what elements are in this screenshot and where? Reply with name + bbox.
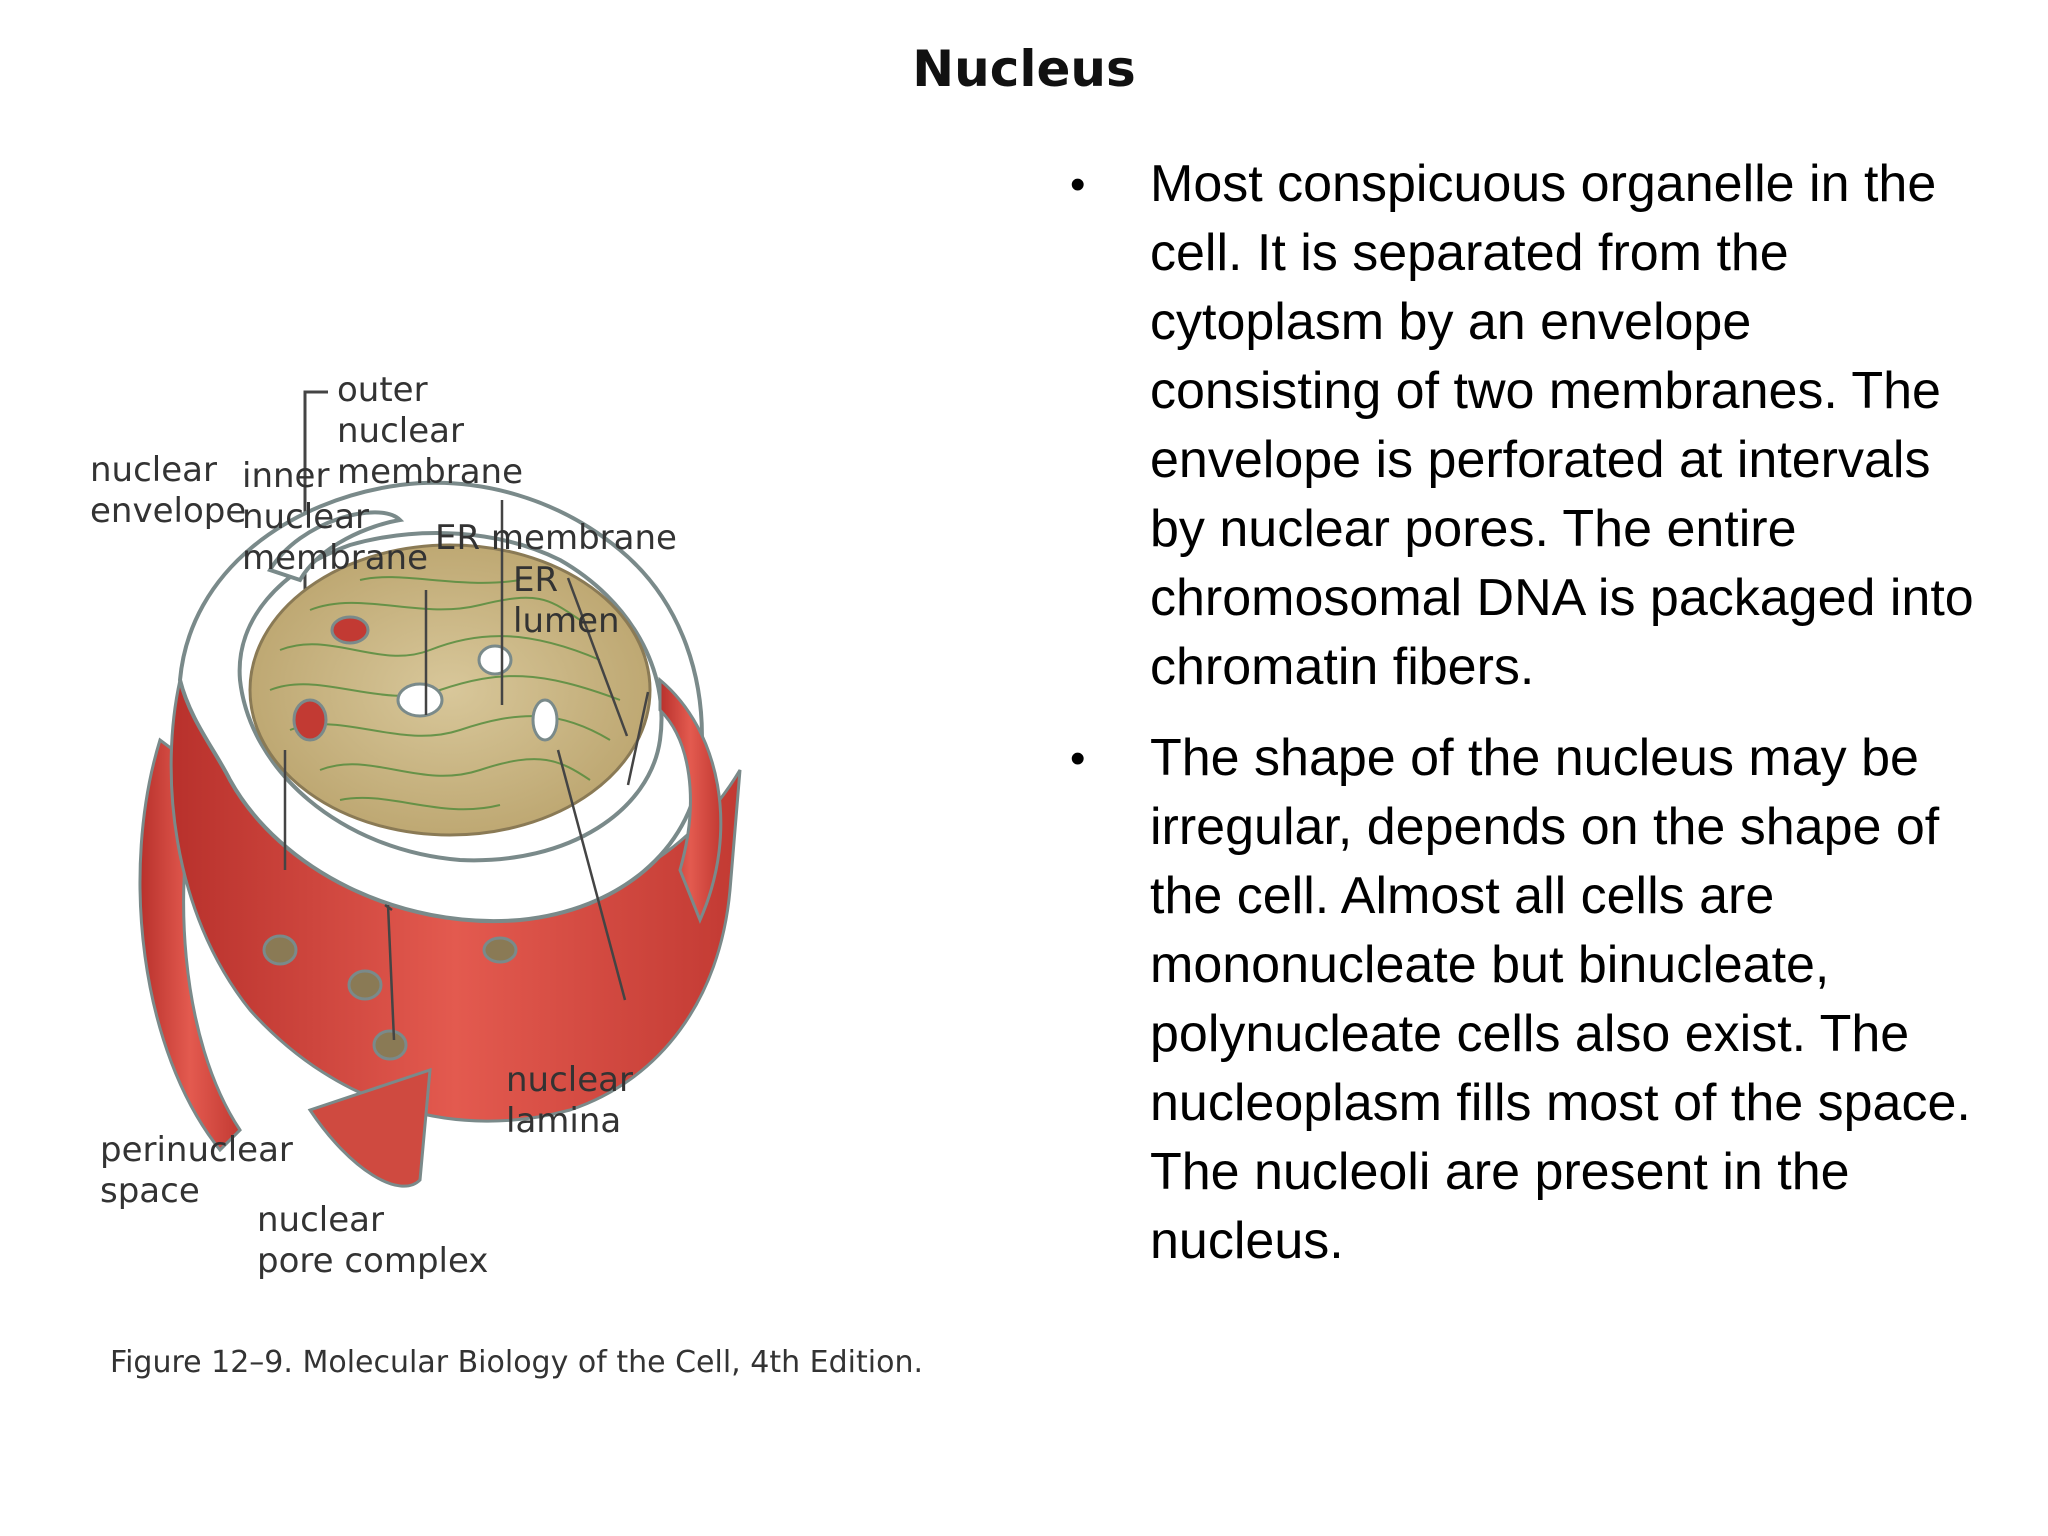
bullet-marker: • bbox=[1070, 734, 1086, 783]
bullet-item: • Most conspicuous organelle in the cell… bbox=[1070, 150, 1990, 702]
slide-title: Nucleus bbox=[912, 40, 1136, 98]
nuclear-pore bbox=[531, 698, 559, 742]
bullet-marker: • bbox=[1070, 160, 1086, 209]
nuclear-pore bbox=[292, 698, 328, 742]
label-outer-nuclear-membrane: outer nuclear membrane bbox=[337, 370, 524, 492]
er-sheet-top bbox=[266, 510, 405, 583]
label-nuclear-envelope: nuclear envelope bbox=[90, 450, 247, 531]
chromatin-fibers bbox=[269, 576, 621, 811]
nuclear-pore bbox=[372, 1029, 408, 1061]
bullet-list: • Most conspicuous organelle in the cell… bbox=[1070, 150, 1990, 1298]
nuclear-pore bbox=[477, 644, 513, 676]
label-inner-nuclear-membrane: inner nuclear membrane bbox=[242, 456, 429, 578]
bullet-text: The shape of the nucleus may be irregula… bbox=[1150, 729, 1971, 1270]
label-nuclear-lamina: nuclear lamina bbox=[506, 1060, 633, 1141]
nuclear-pore bbox=[330, 615, 370, 645]
nuclear-pore bbox=[396, 682, 444, 718]
leader-lines bbox=[283, 500, 650, 1041]
bullet-text: Most conspicuous organelle in the cell. … bbox=[1150, 155, 1974, 696]
nucleus-illustration bbox=[138, 390, 742, 1188]
nuclear-pore bbox=[347, 969, 383, 1001]
bullet-item: • The shape of the nucleus may be irregu… bbox=[1070, 724, 1990, 1276]
label-er-membrane: ER membrane bbox=[435, 518, 677, 558]
nucleus-figure: nuclear envelope outer nuclear membrane … bbox=[90, 350, 1060, 1400]
er-sheet-left bbox=[138, 737, 242, 1153]
label-er-lumen: ER lumen bbox=[513, 560, 620, 641]
label-nuclear-pore-complex: nuclear pore complex bbox=[257, 1200, 489, 1281]
nuclear-cup-lower bbox=[307, 1067, 432, 1188]
figure-caption: Figure 12–9. Molecular Biology of the Ce… bbox=[110, 1345, 923, 1380]
er-sheet-right bbox=[658, 676, 723, 924]
nuclear-pore bbox=[262, 934, 298, 966]
label-perinuclear-space: perinuclear space bbox=[100, 1130, 293, 1211]
nuclear-pore bbox=[482, 936, 518, 964]
